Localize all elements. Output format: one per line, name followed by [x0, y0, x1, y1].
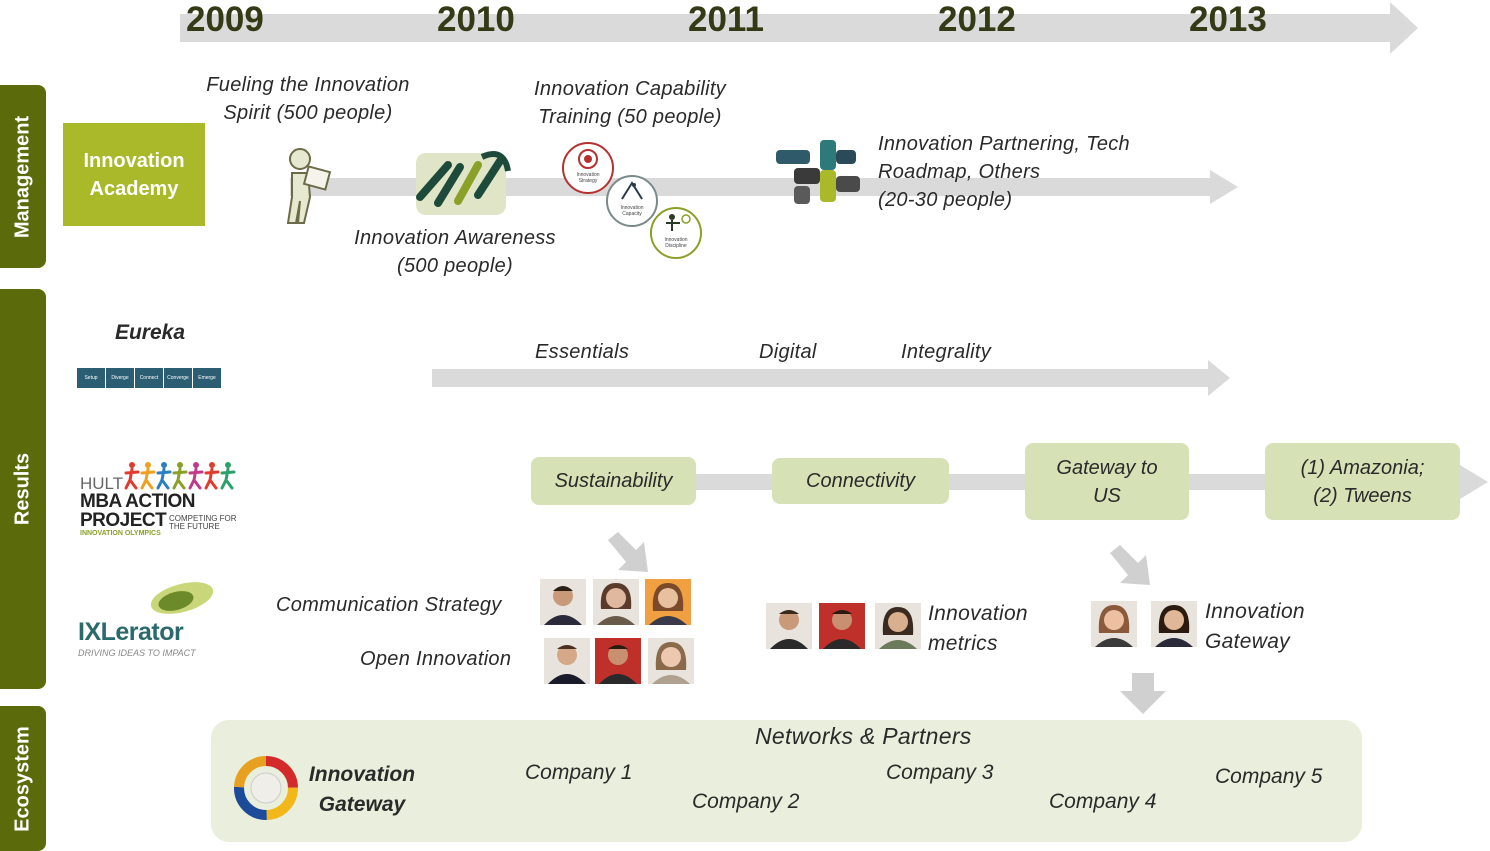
eureka-phase-integrality: Integrality	[901, 341, 992, 363]
team-photo	[540, 579, 586, 625]
networks-partners-title: Networks & Partners	[755, 723, 972, 749]
badge-innovation-strategy: Innovation Strategy	[562, 142, 614, 194]
innovation-partnering-label: Innovation Partnering, Tech Roadmap, Oth…	[878, 133, 1130, 211]
pill-sustainability: Sustainability	[531, 457, 696, 505]
innovation-tools-icon	[416, 151, 511, 215]
innovation-metrics-label: Innovation metrics	[928, 602, 1028, 655]
year-2012: 2012	[938, 0, 1016, 39]
team-photo	[593, 579, 639, 625]
eureka-steps-logo: Setup Diverge Connect Converge Emerge	[77, 368, 221, 388]
team-photo	[1091, 601, 1137, 647]
team-photo	[595, 638, 641, 684]
company-4: Company 4	[1049, 790, 1157, 813]
company-5: Company 5	[1215, 765, 1323, 788]
badge-innovation-discipline: Innovation Discipline	[650, 207, 702, 259]
year-2010: 2010	[437, 0, 515, 39]
innovation-gateway-logo-icon	[234, 756, 298, 820]
ixlerator-logo: IXLerator DRIVING IDEAS TO IMPACT	[78, 578, 228, 663]
team-photo	[819, 603, 865, 649]
ecosystem-innovation-gateway: Innovation Gateway	[308, 763, 416, 816]
hult-mba-logo: HULT MBA ACTION PROJECT COMPETING FOR TH…	[78, 458, 238, 540]
eureka-step-setup: Setup	[77, 368, 105, 388]
partnering-hands-icon	[776, 140, 860, 204]
capability-training-label: Innovation Capability Training (50 peopl…	[534, 78, 726, 128]
eureka-timeline-arrow	[432, 360, 1230, 396]
company-1: Company 1	[525, 761, 633, 784]
year-2009: 2009	[186, 0, 264, 39]
arrow-down-left-icon	[608, 532, 648, 572]
team-photo	[544, 638, 590, 684]
team-photo	[766, 603, 812, 649]
person-reading-icon	[286, 148, 332, 224]
team-photo	[1151, 601, 1197, 647]
pill-connectivity: Connectivity	[772, 458, 949, 504]
runners-icon	[124, 462, 236, 490]
fueling-spirit-label: Fueling the Innovation Spirit (500 peopl…	[206, 74, 410, 124]
section-results: Results	[0, 289, 46, 689]
target-icon	[578, 149, 598, 169]
badge-innovation-capacity: Innovation Capacity	[606, 175, 658, 227]
pill-amazonia-tweens: (1) Amazonia; (2) Tweens	[1265, 443, 1460, 520]
eureka-step-emerge: Emerge	[193, 368, 221, 388]
innovation-academy-box: Innovation Academy	[63, 123, 205, 226]
open-innovation-label: Open Innovation	[360, 648, 512, 670]
eureka-step-converge: Converge	[164, 368, 192, 388]
team-photo	[648, 638, 694, 684]
eureka-phase-digital: Digital	[759, 341, 817, 363]
innovation-awareness-label: Innovation Awareness (500 people)	[354, 227, 556, 277]
eureka-title: Eureka	[114, 321, 186, 344]
team-photo	[645, 579, 691, 625]
archer-icon	[666, 214, 691, 231]
team-photo	[875, 603, 921, 649]
eureka-step-connect: Connect	[135, 368, 163, 388]
company-3: Company 3	[886, 761, 994, 784]
innovation-gateway-label: Innovation Gateway	[1205, 600, 1305, 653]
networks-partners-panel	[211, 720, 1362, 842]
year-2011: 2011	[688, 0, 764, 39]
arrow-down-icon	[1120, 673, 1166, 714]
section-ecosystem: Ecosystem	[0, 706, 46, 851]
communication-strategy-label: Communication Strategy	[276, 594, 502, 616]
year-2013: 2013	[1189, 0, 1267, 39]
climber-icon	[621, 181, 643, 200]
year-timeline-arrow	[180, 2, 1418, 54]
ixlerator-leaf-icon	[150, 582, 214, 614]
academy-timeline-arrow	[290, 170, 1238, 204]
eureka-phase-essentials: Essentials	[535, 341, 630, 363]
arrow-down-right-icon-2	[1110, 545, 1150, 585]
pill-gateway-to-us: Gateway to US	[1025, 443, 1189, 520]
eureka-step-diverge: Diverge	[106, 368, 134, 388]
company-2: Company 2	[692, 790, 800, 813]
section-management: Management	[0, 85, 46, 268]
